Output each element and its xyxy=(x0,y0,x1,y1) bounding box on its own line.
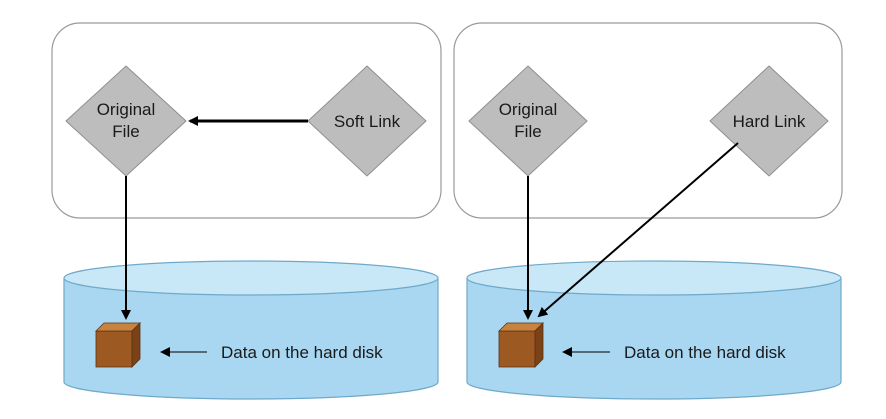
right-hard-disk xyxy=(466,260,842,400)
left-data-block-icon xyxy=(95,322,141,368)
hard-link-label: Hard Link xyxy=(733,112,806,131)
left-original-file-label-line2: File xyxy=(112,122,139,141)
right-data-label: Data on the hard disk xyxy=(624,343,786,362)
left-data-label: Data on the hard disk xyxy=(221,343,383,362)
right-original-file-label-line2: File xyxy=(514,122,541,141)
right-original-file-label-line1: Original xyxy=(499,100,558,119)
soft-link-label: Soft Link xyxy=(334,112,401,131)
right-data-block-icon xyxy=(498,322,544,368)
right-original-file-node: Original File xyxy=(468,65,588,177)
right-filesystem-panel xyxy=(453,22,843,219)
hard-link-node: Hard Link xyxy=(709,65,829,177)
left-original-file-node: Original File xyxy=(65,65,187,177)
hard-link-to-data-arrow xyxy=(537,142,739,318)
left-original-file-label-line1: Original xyxy=(97,100,156,119)
soft-link-node: Soft Link xyxy=(307,65,427,177)
left-hard-disk xyxy=(63,260,439,400)
